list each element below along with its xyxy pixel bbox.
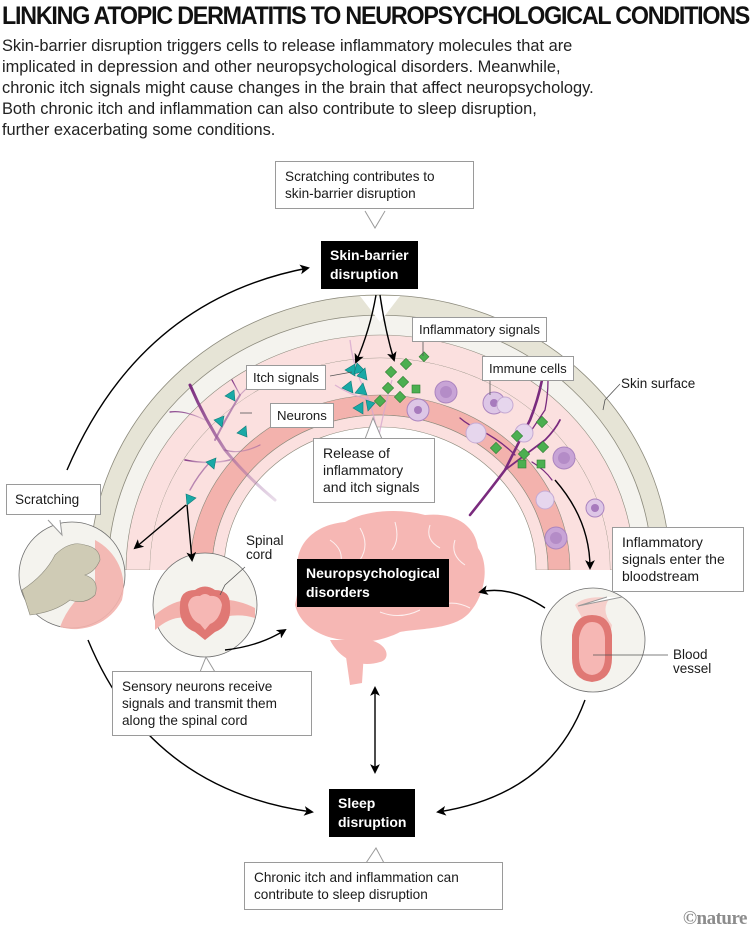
arrow-blood-to-brain bbox=[478, 585, 546, 609]
intro-line: implicated in depression and other neuro… bbox=[2, 58, 561, 76]
hand-icon bbox=[21, 543, 101, 616]
callout-line: along the spinal cord bbox=[122, 713, 248, 728]
inflammatory-signals bbox=[373, 351, 550, 469]
callout-sensory-neurons: Sensory neurons receive signals and tran… bbox=[112, 671, 312, 736]
label-neurons: Neurons bbox=[270, 403, 334, 428]
arrow-spine-to-brain bbox=[224, 628, 287, 651]
flow-arrows bbox=[66, 264, 595, 816]
callout-scratching: Scratching bbox=[6, 484, 101, 515]
node-line: Neuropsychological bbox=[306, 565, 440, 581]
callout-line: signals and transmit them bbox=[122, 696, 277, 711]
callout-pointers bbox=[47, 210, 623, 864]
intro-line: chronic itch signals might cause changes… bbox=[2, 79, 594, 97]
node-line: Skin-barrier bbox=[330, 247, 409, 263]
label-line: vessel bbox=[673, 661, 712, 676]
immune-cells bbox=[406, 380, 605, 550]
label-line: Blood bbox=[673, 647, 708, 662]
callout-line: Scratching bbox=[15, 492, 80, 507]
figure-title: LINKING ATOPIC DERMATITIS TO NEUROPSYCHO… bbox=[2, 2, 750, 30]
callout-line: Inflammatory bbox=[622, 534, 703, 550]
node-line: disruption bbox=[330, 266, 399, 282]
scratching-illustration bbox=[18, 521, 126, 630]
intro-line: Both chronic itch and inflammation can a… bbox=[2, 100, 537, 118]
callout-line: Chronic itch and inflammation can bbox=[254, 870, 459, 885]
arrow-barrier-to-inflam bbox=[379, 294, 397, 362]
arrow-scratch-to-sleep bbox=[87, 639, 314, 816]
node-line: disorders bbox=[306, 584, 370, 600]
callout-line: bloodstream bbox=[622, 568, 700, 584]
arrow-itch-to-spine bbox=[186, 504, 197, 562]
node-skin-barrier-disruption: Skin-barrier disruption bbox=[321, 241, 418, 289]
callout-bloodstream: Inflammatory signals enter the bloodstre… bbox=[612, 527, 744, 592]
node-sleep-disruption: Sleep disruption bbox=[329, 789, 416, 837]
skin-crack bbox=[360, 296, 400, 322]
arrow-inflam-to-blood bbox=[554, 479, 595, 570]
label-line: Skin surface bbox=[621, 376, 696, 391]
leader-lines bbox=[219, 340, 668, 656]
node-line: Sleep bbox=[338, 795, 376, 811]
label-line: Spinal bbox=[246, 533, 284, 548]
callout-line: and itch signals bbox=[323, 479, 420, 495]
intro-text: Skin-barrier disruption triggers cells t… bbox=[2, 36, 742, 141]
blood-vessel-illustration bbox=[540, 587, 646, 693]
node-line: disruption bbox=[338, 814, 407, 830]
label-immune-cells: Immune cells bbox=[482, 356, 574, 381]
neuron-left bbox=[169, 379, 277, 502]
label-inflammatory-signals: Inflammatory signals bbox=[412, 317, 547, 342]
callout-sleep-note: Chronic itch and inflammation can contri… bbox=[244, 862, 503, 910]
callout-line: contribute to sleep disruption bbox=[254, 887, 428, 902]
callout-line: Scratching contributes to bbox=[285, 169, 435, 184]
callout-release-signals: Release of inflammatory and itch signals bbox=[313, 438, 435, 503]
label-blood-vessel: Blood vessel bbox=[673, 648, 711, 676]
intro-line: Skin-barrier disruption triggers cells t… bbox=[2, 37, 573, 55]
inner-band bbox=[211, 414, 549, 570]
spinal-cord-illustration bbox=[152, 552, 258, 658]
node-neuropsychological-disorders: Neuropsychological disorders bbox=[297, 559, 449, 607]
nature-credit: ©nature bbox=[682, 908, 748, 929]
itch-signals bbox=[185, 362, 376, 506]
arrow-blood-to-sleep bbox=[436, 699, 586, 816]
arrow-scratching-to-barrier bbox=[66, 264, 310, 471]
label-line: cord bbox=[246, 547, 273, 562]
callout-line: Release of bbox=[323, 445, 390, 461]
arrow-barrier-to-itch bbox=[354, 294, 377, 364]
callout-line: signals enter the bbox=[622, 551, 725, 567]
intro-line: further exacerbating some conditions. bbox=[2, 121, 276, 139]
callout-line: Sensory neurons receive bbox=[122, 679, 273, 694]
label-skin-surface: Skin surface bbox=[621, 377, 695, 391]
label-spinal-cord: Spinal cord bbox=[246, 534, 284, 562]
callout-line: inflammatory bbox=[323, 462, 404, 478]
callout-scratching-contributes: Scratching contributes to skin-barrier d… bbox=[275, 161, 474, 209]
callout-line: skin-barrier disruption bbox=[285, 186, 416, 201]
label-itch-signals: Itch signals bbox=[246, 365, 326, 390]
arrow-itch-to-scratch bbox=[133, 504, 187, 550]
